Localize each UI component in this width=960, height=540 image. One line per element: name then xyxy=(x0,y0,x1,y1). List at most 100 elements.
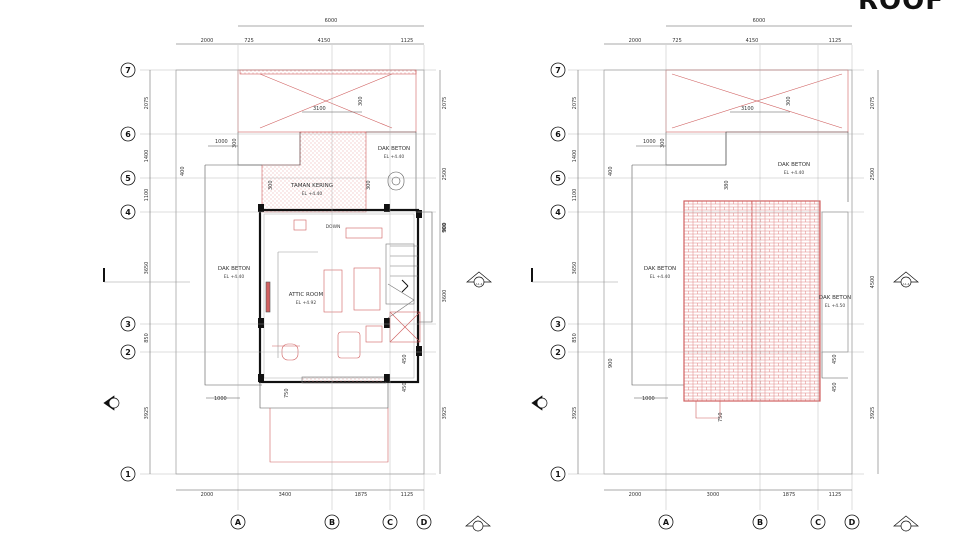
left-dim-bottom-4: 1125 xyxy=(401,492,414,498)
left-grid-col-a: A xyxy=(235,518,242,527)
right-grid-row-6: 6 xyxy=(555,130,561,139)
left-dim-left-1: 2075 xyxy=(144,97,150,110)
left-inner-dim-5: 300 xyxy=(268,180,274,190)
left-grid-row-7: 7 xyxy=(125,66,131,75)
right-dim-right-3: 4500 xyxy=(870,276,876,289)
left-dak-beton-top-el: EL +4.40 xyxy=(384,154,405,160)
right-dim-bottom-3: 1875 xyxy=(783,492,796,498)
right-grid-row-3: 3 xyxy=(555,320,561,329)
right-grid-bubbles xyxy=(550,62,860,530)
left-grid-col-c: C xyxy=(387,518,393,527)
right-inner-dim-3: 1000 xyxy=(643,139,656,145)
left-markers: A1-4 xyxy=(103,271,492,532)
right-plan xyxy=(531,25,879,510)
right-dim-right-2: 2500 xyxy=(870,168,876,181)
attic-room-label: ATTIC ROOM xyxy=(289,292,324,298)
right-dim-left-2: 1400 xyxy=(572,150,578,163)
right-dim-top-2: 725 xyxy=(672,38,682,44)
right-dim-right-1: 2075 xyxy=(870,97,876,110)
left-dim-right-2: 2500 xyxy=(442,168,448,181)
right-dim-top-3: 4150 xyxy=(746,38,759,44)
right-dim-bottom-4: 1125 xyxy=(829,492,842,498)
left-dim-right-1: 2075 xyxy=(442,97,448,110)
left-inner-dim-2: 300 xyxy=(358,96,364,106)
sheet-title: ROOF xyxy=(858,0,944,16)
left-dak-beton-left-el: EL +4.40 xyxy=(224,274,245,280)
right-grid-row-2: 2 xyxy=(555,348,561,357)
left-grid-col-b: B xyxy=(329,518,335,527)
right-inner-dim-8: 450 xyxy=(832,354,838,364)
left-grid-col-d: D xyxy=(421,518,428,527)
left-dim-right-4: 3600 xyxy=(442,290,448,303)
right-dim-total: 6000 xyxy=(753,18,766,24)
left-inner-dim-1: 3100 xyxy=(313,106,326,112)
left-inner-dim-9: 450 xyxy=(402,354,408,364)
right-grid-row-5: 5 xyxy=(555,174,561,183)
right-inner-dim-5: 380 xyxy=(724,180,730,190)
right-inner-dim-10: 1000 xyxy=(642,396,655,402)
right-grid-row-4: 4 xyxy=(555,208,561,217)
left-dim-bottom-1: 2000 xyxy=(201,492,214,498)
right-grid-col-d: D xyxy=(849,518,856,527)
right-inner-dim-7: 900 xyxy=(608,358,614,368)
left-grid-row-4: 4 xyxy=(125,208,131,217)
right-dim-bottom-2: 3000 xyxy=(707,492,720,498)
right-section-marker-icon xyxy=(531,271,919,532)
left-dak-beton-top-label: DAK BETON xyxy=(378,146,410,152)
right-inner-dim-4: 300 xyxy=(660,138,666,148)
left-plan xyxy=(103,25,441,510)
right-plan-text: 6000 2000 725 4150 1125 2000 3000 1875 1… xyxy=(572,18,876,498)
right-dim-left-6: 3925 xyxy=(572,407,578,420)
left-grid-row-5: 5 xyxy=(125,174,131,183)
left-inner-dim-6: 300 xyxy=(366,180,372,190)
left-inner-dim-8: 900 xyxy=(442,222,448,232)
left-dim-top-3: 4150 xyxy=(318,38,331,44)
right-dim-top-4: 1125 xyxy=(829,38,842,44)
left-dim-total: 6000 xyxy=(325,18,338,24)
left-dim-top-4: 1125 xyxy=(401,38,414,44)
left-grid-row-6: 6 xyxy=(125,130,131,139)
right-inner-dim-2: 300 xyxy=(786,96,792,106)
right-dim-left-5: 850 xyxy=(572,333,578,343)
left-dim-top-2: 725 xyxy=(244,38,254,44)
left-inner-dim-12: 750 xyxy=(284,388,290,398)
right-grid-bubble-labels: 7 6 5 4 3 2 1 A B C D xyxy=(555,66,855,527)
left-dim-left-4: 3650 xyxy=(144,262,150,275)
right-inner-dim-11: 750 xyxy=(718,412,724,422)
taman-kering-el: EL +4.40 xyxy=(302,191,323,197)
left-plan-text: 6000 2000 725 4150 1125 2000 3400 1875 1… xyxy=(144,18,448,498)
right-dim-bottom-1: 2000 xyxy=(629,492,642,498)
stair-down-label: DOWN xyxy=(326,224,341,230)
left-dim-left-3: 1100 xyxy=(144,189,150,202)
left-dak-beton-left-label: DAK BETON xyxy=(218,266,250,272)
left-dim-left-6: 3925 xyxy=(144,407,150,420)
right-markers: A1-4 xyxy=(531,271,919,532)
left-dim-left-2: 1400 xyxy=(144,150,150,163)
right-dak-beton-top-label: DAK BETON xyxy=(778,162,810,168)
right-grid-col-b: B xyxy=(757,518,763,527)
left-marker-label: A1-4 xyxy=(476,282,483,286)
right-grid-row-1: 1 xyxy=(555,470,561,479)
right-dak-beton-left-label: DAK BETON xyxy=(644,266,676,272)
right-inner-dim-9: 450 xyxy=(832,382,838,392)
left-dim-bottom-2: 3400 xyxy=(279,492,292,498)
left-inner-dim-10: 450 xyxy=(402,382,408,392)
right-dak-beton-right-label: DAK BETON xyxy=(819,295,851,301)
left-dim-right-3: 900 xyxy=(442,223,448,233)
left-inner-dim-4: 300 xyxy=(232,138,238,148)
right-dim-top-1: 2000 xyxy=(629,38,642,44)
left-grid-bubble-labels: 7 6 5 4 3 2 1 A B C D xyxy=(125,66,427,527)
right-grid-col-c: C xyxy=(815,518,821,527)
left-dim-bottom-3: 1875 xyxy=(355,492,368,498)
attic-room-el: EL +4.92 xyxy=(296,300,317,306)
left-dim-top-1: 2000 xyxy=(201,38,214,44)
left-inner-dim-11: 1000 xyxy=(214,396,227,402)
right-dak-beton-left-el: EL +4.40 xyxy=(650,274,671,280)
right-inner-dim-1: 3100 xyxy=(741,106,754,112)
left-dim-left-5: 850 xyxy=(144,333,150,343)
left-grid-bubbles xyxy=(120,62,432,530)
right-dak-beton-right-el: EL +4.50 xyxy=(825,303,846,309)
left-grid-row-3: 3 xyxy=(125,320,131,329)
left-dim-right-5: 3925 xyxy=(442,407,448,420)
